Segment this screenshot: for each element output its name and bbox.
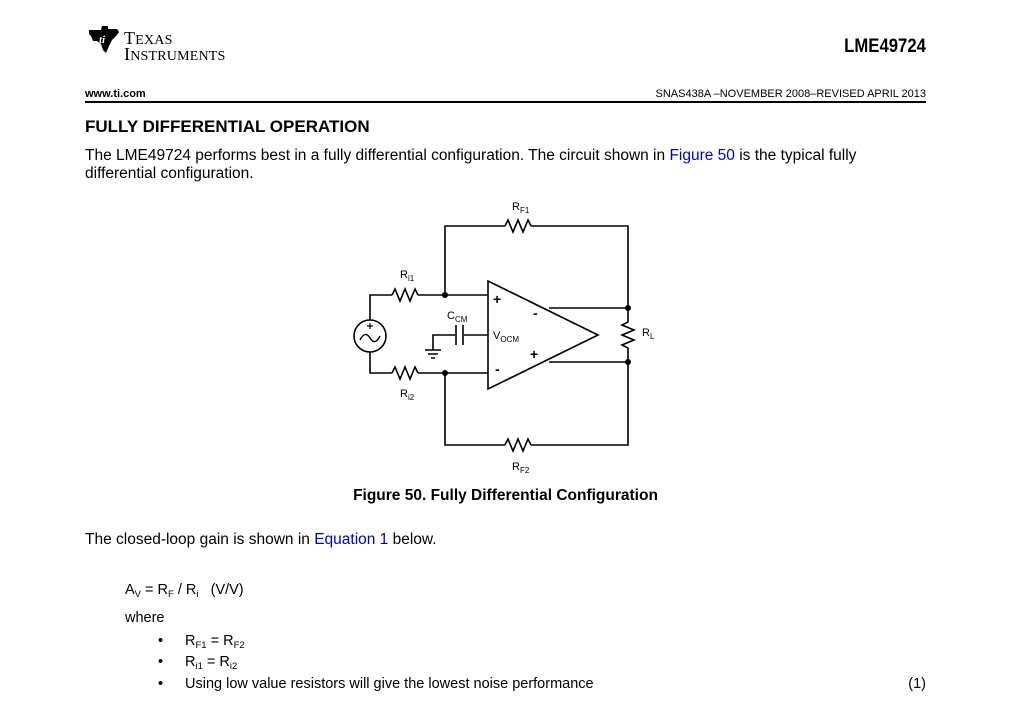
bullet-rf-equality: RF1 = RF2: [185, 633, 245, 651]
texas-state-logo-icon: ti: [89, 26, 119, 53]
opamp-inverting-input-sign: -: [495, 361, 500, 377]
junction-dot-top: [442, 292, 448, 298]
gain-text-2: below.: [388, 531, 437, 548]
wire-feedback-top: [444, 225, 505, 295]
intro-text-1: The LME49724 performs best in a fully di…: [85, 147, 670, 164]
bullet-symbol: •: [158, 676, 164, 692]
opamp-output-plus-sign: +: [530, 346, 538, 362]
header-divider: [85, 101, 926, 103]
logo-wordmark-texas: TEXAS: [124, 28, 173, 48]
bullet-noise-note: Using low value resistors will give the …: [185, 676, 594, 692]
wire-input-bottom: [369, 347, 392, 374]
label-ri1: Ri1: [400, 269, 415, 283]
label-rl: RL: [642, 327, 655, 341]
figure-50-link[interactable]: Figure 50: [669, 147, 735, 164]
bullet-symbol: •: [158, 633, 164, 649]
ground-symbol: [425, 349, 441, 359]
resistor-ri1: [391, 286, 419, 304]
equation-1-link[interactable]: Equation 1: [314, 531, 389, 548]
opamp-output-minus-sign: -: [533, 305, 538, 321]
label-ccm: CCM: [447, 310, 468, 324]
equation-units: (V/V): [210, 582, 244, 598]
wire-input-top: [369, 294, 392, 328]
equation-number: (1): [908, 676, 926, 692]
wire-ccm-to-ground: [432, 334, 455, 350]
bullet-ri-equality: Ri1 = Ri2: [185, 654, 238, 672]
label-rf1: RF1: [512, 201, 530, 215]
site-url-link[interactable]: www.ti.com: [85, 88, 146, 100]
logo-wordmark-instruments: INSTRUMENTS: [124, 44, 226, 64]
label-ri2: Ri2: [400, 388, 415, 402]
wire-feedback-bottom: [444, 373, 505, 446]
bullet-symbol: •: [158, 654, 164, 670]
section-title: FULLY DIFFERENTIAL OPERATION: [85, 117, 370, 136]
intro-text-2: is the typical fully differential config…: [85, 147, 857, 182]
figure-caption: Figure 50. Fully Differential Configurat…: [353, 487, 658, 504]
wire-feedback-top-right: [531, 225, 629, 308]
part-number: LME49724: [844, 36, 926, 57]
ac-source-icon: [353, 319, 387, 353]
document-id: SNAS438A –NOVEMBER 2008–REVISED APRIL 20…: [655, 88, 926, 100]
label-vocm: VOCM: [493, 330, 519, 344]
resistor-rf1: [504, 217, 532, 235]
gain-equation: AV = RF / Ri (V/V): [125, 582, 244, 600]
intro-paragraph: The LME49724 performs best in a fully di…: [85, 147, 927, 183]
label-rf2: RF2: [512, 461, 530, 475]
where-label: where: [125, 610, 165, 626]
ti-logo: ti TEXAS INSTRUMENTS: [86, 22, 256, 66]
gain-text-1: The closed-loop gain is shown in: [85, 531, 315, 548]
differential-amplifier-schematic: RF1 RF2 Ri1 Ri2 CCM VOCM RL + - - +: [353, 201, 655, 475]
svg-text:ti: ti: [99, 34, 106, 46]
junction-dot-out-bottom: [625, 359, 631, 365]
resistor-ri2: [391, 364, 419, 382]
resistor-rf2: [504, 436, 532, 454]
resistor-rl: [619, 308, 637, 362]
junction-dot-out-top: [625, 305, 631, 311]
junction-dot-bottom: [442, 370, 448, 376]
opamp-noninverting-input-sign: +: [493, 291, 501, 307]
gain-paragraph: The closed-loop gain is shown in Equatio…: [85, 531, 437, 549]
wire-feedback-bottom-right: [531, 362, 629, 446]
